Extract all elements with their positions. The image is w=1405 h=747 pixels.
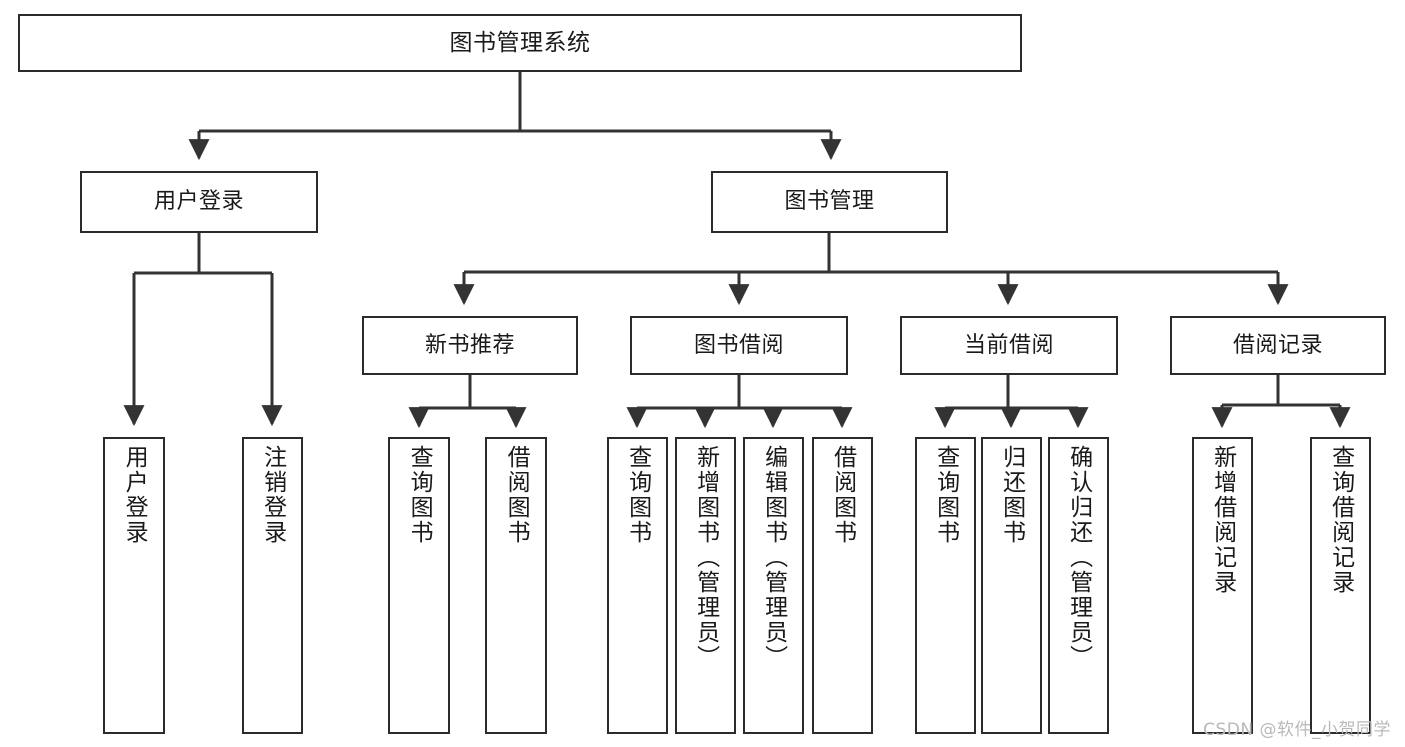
node-leaf-edit-book-label: 编辑图书（管理员）: [760, 445, 787, 670]
node-leaf-add-book[interactable]: 新增图书（管理员）: [675, 437, 736, 734]
node-user-login[interactable]: 用户登录: [80, 171, 318, 233]
node-borrow-record-label: 借阅记录: [1232, 332, 1323, 358]
node-leaf-borrow-book-2-label: 借阅图书: [829, 445, 856, 545]
node-leaf-query-book-1-label: 查询图书: [406, 445, 433, 545]
node-leaf-user-login[interactable]: 用户登录: [103, 437, 165, 734]
node-leaf-add-record-label: 新增借阅记录: [1209, 445, 1236, 595]
node-leaf-add-record[interactable]: 新增借阅记录: [1192, 437, 1253, 734]
node-root[interactable]: 图书管理系统: [18, 14, 1022, 72]
node-user-login-label: 用户登录: [153, 189, 244, 215]
node-leaf-confirm-return-label: 确认归还（管理员）: [1065, 445, 1092, 670]
node-new-book-recommend[interactable]: 新书推荐: [362, 316, 578, 375]
node-leaf-user-login-label: 用户登录: [121, 445, 148, 545]
node-borrow-record[interactable]: 借阅记录: [1170, 316, 1386, 375]
node-leaf-edit-book[interactable]: 编辑图书（管理员）: [743, 437, 804, 734]
node-leaf-return-book-label: 归还图书: [998, 445, 1025, 545]
node-current-borrow[interactable]: 当前借阅: [900, 316, 1118, 375]
node-leaf-user-logout-label: 注销登录: [259, 445, 286, 545]
node-book-borrow-label: 图书借阅: [693, 332, 784, 358]
node-leaf-query-book-1[interactable]: 查询图书: [388, 437, 450, 734]
node-new-book-recommend-label: 新书推荐: [424, 332, 515, 358]
node-leaf-user-logout[interactable]: 注销登录: [242, 437, 303, 734]
node-leaf-query-record[interactable]: 查询借阅记录: [1310, 437, 1371, 734]
node-leaf-borrow-book-1[interactable]: 借阅图书: [485, 437, 547, 734]
node-leaf-query-book-2-label: 查询图书: [624, 445, 651, 545]
node-current-borrow-label: 当前借阅: [963, 332, 1054, 358]
node-leaf-borrow-book-2[interactable]: 借阅图书: [812, 437, 873, 734]
node-leaf-query-book-3[interactable]: 查询图书: [915, 437, 976, 734]
node-leaf-query-record-label: 查询借阅记录: [1327, 445, 1354, 595]
node-book-manage[interactable]: 图书管理: [711, 171, 948, 233]
node-book-borrow[interactable]: 图书借阅: [630, 316, 848, 375]
node-leaf-return-book[interactable]: 归还图书: [981, 437, 1042, 734]
watermark-text: CSDN @软件_小贺同学: [1203, 720, 1391, 740]
node-leaf-add-book-label: 新增图书（管理员）: [692, 445, 719, 670]
node-leaf-query-book-2[interactable]: 查询图书: [607, 437, 668, 734]
node-book-manage-label: 图书管理: [784, 189, 875, 215]
node-leaf-borrow-book-1-label: 借阅图书: [503, 445, 530, 545]
node-leaf-query-book-3-label: 查询图书: [932, 445, 959, 545]
node-root-label: 图书管理系统: [449, 29, 591, 56]
node-leaf-confirm-return[interactable]: 确认归还（管理员）: [1048, 437, 1109, 734]
